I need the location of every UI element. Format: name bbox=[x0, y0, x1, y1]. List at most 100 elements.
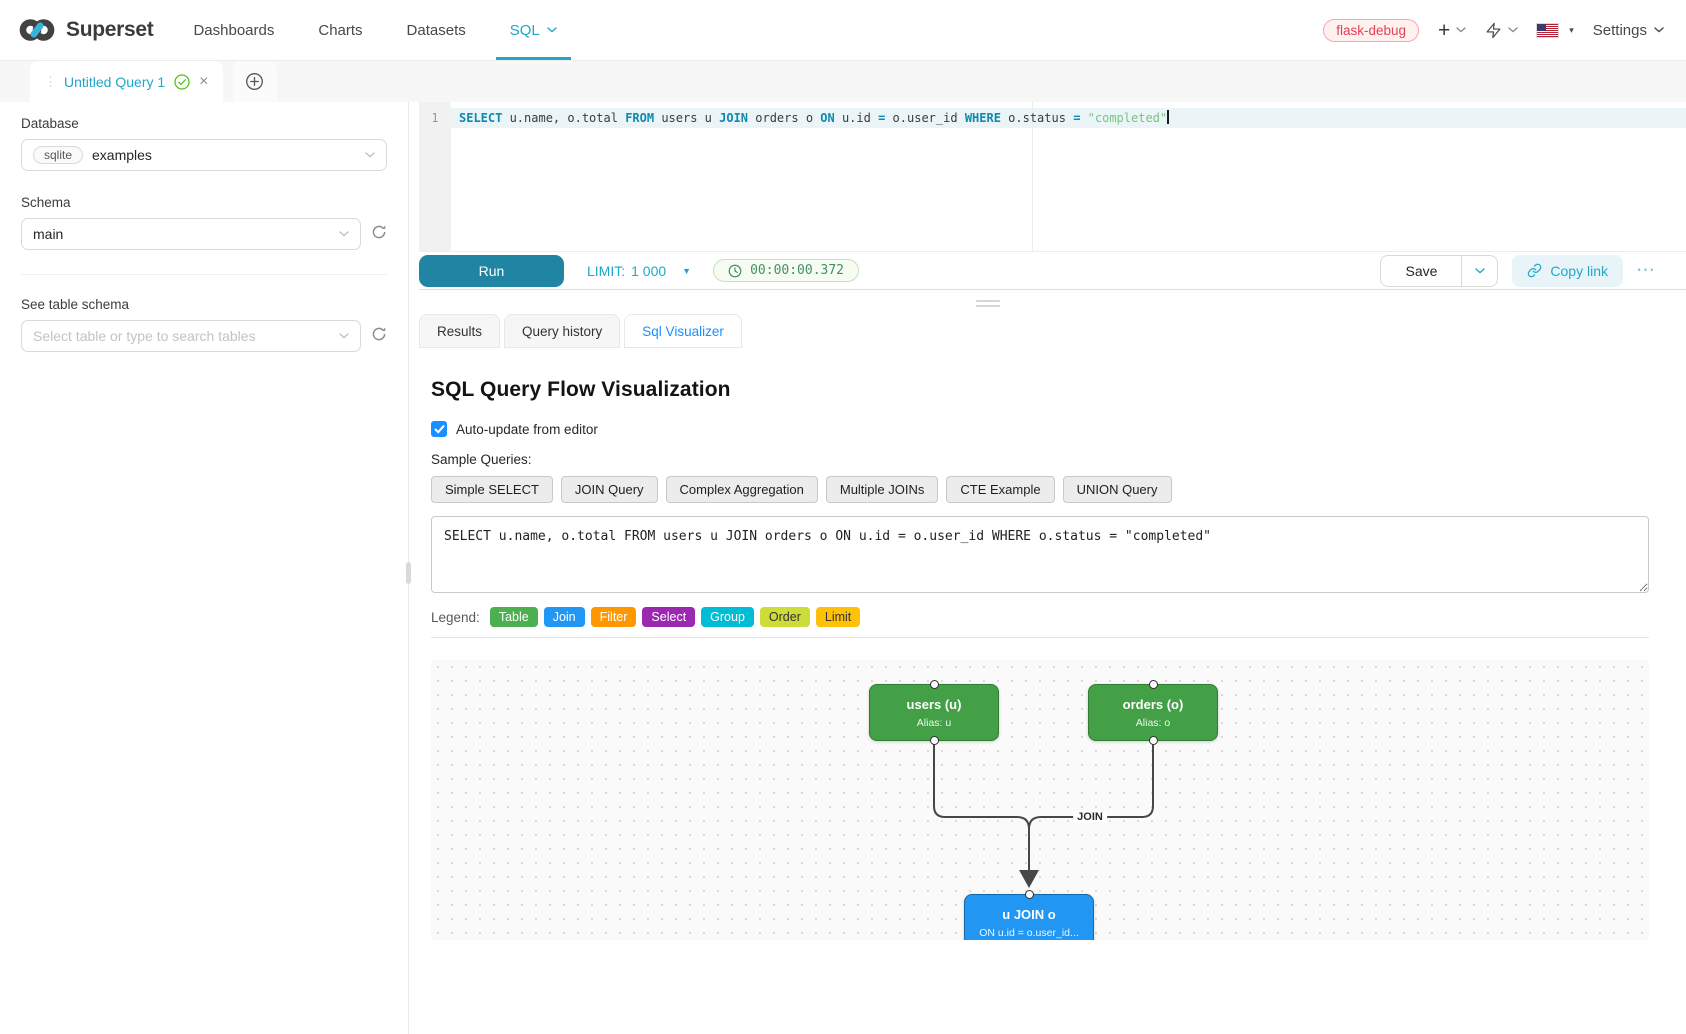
add-tab-button[interactable] bbox=[232, 61, 277, 102]
tab-query-history[interactable]: Query history bbox=[504, 314, 621, 348]
legend-label: Legend: bbox=[431, 609, 480, 625]
auto-update-label: Auto-update from editor bbox=[456, 421, 598, 437]
flow-canvas[interactable]: JOIN users (u)Alias: u orders (o)Alias: o… bbox=[431, 660, 1649, 940]
language-picker[interactable]: ▾ bbox=[1536, 22, 1574, 38]
superset-logo-icon bbox=[19, 19, 55, 41]
refresh-schema-button[interactable] bbox=[371, 224, 387, 245]
caret-down-icon: ▾ bbox=[1569, 24, 1574, 35]
environment-badge: flask-debug bbox=[1323, 18, 1419, 42]
refresh-tables-button[interactable] bbox=[371, 326, 387, 347]
print-margin-line bbox=[1032, 102, 1033, 251]
sql-token: o.status bbox=[1000, 111, 1074, 125]
chevron-down-icon bbox=[1475, 267, 1485, 273]
table-schema-label: See table schema bbox=[21, 297, 130, 312]
sample-query-button-union-query[interactable]: UNION Query bbox=[1062, 476, 1172, 503]
chevron-down-icon bbox=[1508, 27, 1518, 33]
flow-edges bbox=[933, 741, 1154, 888]
sql-token: "completed" bbox=[1087, 111, 1168, 125]
auto-update-checkbox[interactable] bbox=[431, 421, 447, 437]
text-cursor bbox=[1167, 110, 1170, 124]
query-tab-strip: ⋮ Untitled Query 1 × bbox=[0, 61, 1686, 102]
query-search-button[interactable] bbox=[1485, 22, 1518, 39]
save-dropdown-button[interactable] bbox=[1462, 254, 1499, 287]
auto-update-row[interactable]: Auto-update from editor bbox=[431, 421, 1648, 437]
sql-editor[interactable]: 1 SELECT u.name, o.total FROM users u JO… bbox=[419, 102, 1686, 252]
new-item-button[interactable]: + bbox=[1438, 20, 1466, 41]
pane-resize-handle[interactable] bbox=[976, 300, 1000, 310]
tab-sql-visualizer[interactable]: Sql Visualizer bbox=[624, 314, 742, 348]
sample-queries-label: Sample Queries: bbox=[431, 452, 532, 467]
copy-link-button[interactable]: Copy link bbox=[1512, 254, 1623, 287]
legend-badge-select: Select bbox=[642, 607, 696, 627]
chevron-down-icon bbox=[339, 231, 349, 237]
chevron-down-icon bbox=[365, 152, 375, 158]
sidebar-resize-handle[interactable] bbox=[406, 562, 411, 584]
query-timer-badge: 00:00:00.372 bbox=[713, 259, 860, 282]
node-title: users (u) bbox=[906, 696, 962, 712]
database-value: examples bbox=[92, 147, 152, 163]
schema-label: Schema bbox=[21, 195, 71, 210]
sample-query-button-simple-select[interactable]: Simple SELECT bbox=[431, 476, 553, 503]
sql-token: ON bbox=[820, 111, 835, 125]
nav-item-datasets[interactable]: Datasets bbox=[393, 0, 480, 60]
sample-query-button-multiple-joins[interactable]: Multiple JOINs bbox=[825, 476, 939, 503]
line-number: 1 bbox=[431, 111, 439, 125]
schema-select[interactable]: main bbox=[21, 218, 361, 250]
superset-logo[interactable]: Superset bbox=[16, 0, 154, 60]
drag-handle-icon: ⋮ bbox=[44, 73, 57, 89]
sql-token: = bbox=[878, 111, 886, 125]
timer-value: 00:00:00.372 bbox=[750, 263, 845, 278]
sql-code-line: SELECT u.name, o.total FROM users u JOIN… bbox=[451, 108, 1686, 128]
query-input[interactable]: SELECT u.name, o.total FROM users u JOIN… bbox=[431, 516, 1649, 593]
lightning-icon bbox=[1486, 22, 1501, 38]
plus-icon: + bbox=[1438, 18, 1451, 42]
link-icon bbox=[1528, 263, 1542, 278]
sql-token: users u bbox=[654, 111, 720, 125]
close-tab-icon[interactable]: × bbox=[199, 72, 209, 90]
sql-token bbox=[1080, 111, 1087, 125]
nav-item-label: Charts bbox=[318, 21, 363, 39]
database-select[interactable]: sqlite examples bbox=[21, 139, 387, 171]
run-button[interactable]: Run bbox=[419, 254, 564, 287]
editor-gutter: 1 bbox=[419, 102, 451, 251]
nav-item-label: SQL bbox=[509, 21, 540, 39]
sample-query-button-join-query[interactable]: JOIN Query bbox=[560, 476, 658, 503]
brand-name: Superset bbox=[66, 18, 154, 41]
database-label: Database bbox=[21, 116, 79, 131]
more-actions-button[interactable]: ⋯ bbox=[1636, 260, 1656, 281]
schema-value: main bbox=[33, 226, 64, 242]
flow-node-users[interactable]: users (u)Alias: u bbox=[869, 680, 999, 745]
edge-label: JOIN bbox=[1073, 811, 1107, 823]
nav-item-sql[interactable]: SQL bbox=[495, 0, 571, 60]
sample-query-button-complex-aggregation[interactable]: Complex Aggregation bbox=[665, 476, 818, 503]
refresh-icon bbox=[372, 225, 386, 238]
tab-label: Results bbox=[437, 323, 483, 339]
caret-down-icon: ▼ bbox=[682, 265, 692, 276]
query-tab[interactable]: ⋮ Untitled Query 1 × bbox=[30, 61, 223, 102]
navbar-right: flask-debug + ▾ Settings bbox=[1323, 0, 1664, 60]
sample-query-button-cte-example[interactable]: CTE Example bbox=[946, 476, 1055, 503]
node-title: orders (o) bbox=[1122, 696, 1184, 712]
settings-menu[interactable]: Settings bbox=[1593, 22, 1664, 39]
clock-icon bbox=[728, 264, 742, 277]
nav-item-label: Dashboards bbox=[193, 21, 275, 39]
chevron-down-icon bbox=[1654, 27, 1664, 33]
check-circle-icon bbox=[174, 73, 190, 90]
nav-item-dashboards[interactable]: Dashboards bbox=[179, 0, 288, 60]
flow-node-orders[interactable]: orders (o)Alias: o bbox=[1088, 680, 1218, 745]
arrowhead-icon bbox=[1019, 870, 1039, 888]
nav-item-charts[interactable]: Charts bbox=[304, 0, 376, 60]
sql-token: = bbox=[1073, 111, 1081, 125]
table-select[interactable]: Select table or type to search tables bbox=[21, 320, 361, 352]
limit-dropdown[interactable]: LIMIT: 1 000 ▼ bbox=[587, 263, 691, 279]
sql-token: u.id bbox=[834, 111, 879, 125]
save-button[interactable]: Save bbox=[1380, 254, 1463, 287]
sql-token: WHERE bbox=[964, 111, 1001, 125]
tab-results[interactable]: Results bbox=[419, 314, 501, 348]
nav-item-label: Datasets bbox=[406, 21, 466, 39]
node-title: u JOIN o bbox=[1002, 906, 1056, 922]
